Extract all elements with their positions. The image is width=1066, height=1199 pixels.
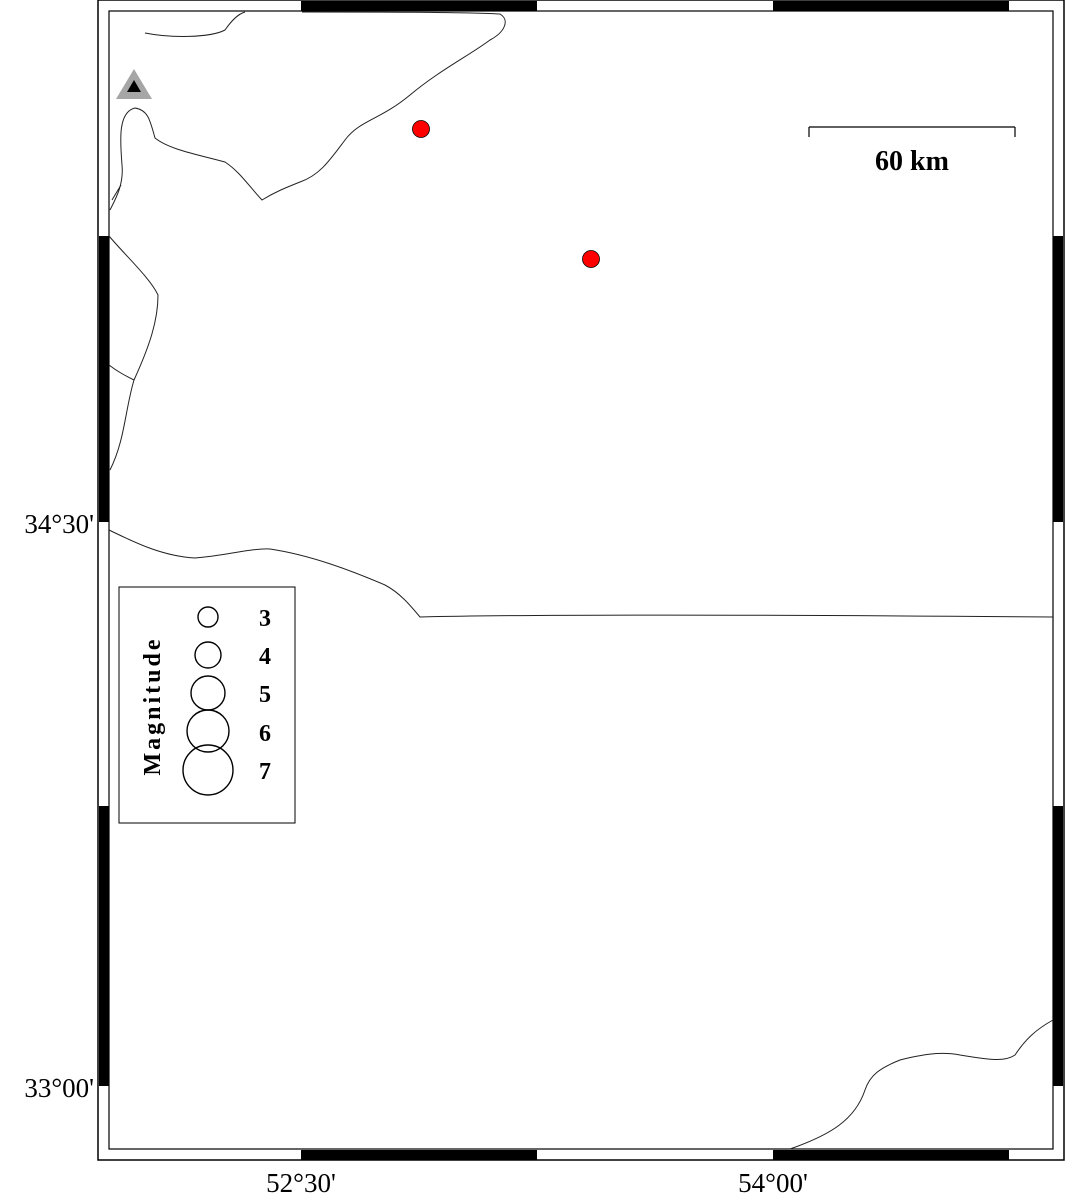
legend-title: Magnitude — [140, 636, 166, 775]
boundary-middle — [108, 529, 1054, 618]
legend-circle-3 — [197, 606, 219, 628]
earthquake-event-icon — [582, 250, 600, 268]
legend-symbols — [182, 606, 234, 796]
boundaries — [108, 11, 1054, 1150]
lat-label-34-30: 34°30' — [24, 509, 94, 539]
earthquake-events — [412, 120, 600, 268]
scale-bar: 60 km — [808, 126, 1016, 177]
legend-label-5: 5 — [259, 682, 271, 708]
axis-labels: 34°30' 33°00' 52°30' 54°00' — [24, 509, 808, 1198]
lon-label-52-30: 52°30' — [266, 1168, 336, 1198]
lat-label-33-00: 33°00' — [24, 1073, 94, 1103]
map-frame — [97, 0, 1065, 1161]
station-triangle-icon — [116, 69, 152, 99]
lon-label-54-00: 54°00' — [738, 1168, 808, 1198]
boundary-southeast — [789, 1019, 1054, 1150]
boundary-north — [109, 11, 506, 211]
boundary-west-branch — [108, 364, 135, 381]
legend-circle-7 — [182, 744, 234, 796]
legend-label-3: 3 — [259, 606, 271, 632]
legend-circle-4 — [194, 641, 222, 669]
boundary-northwest-small — [111, 184, 122, 201]
legend-label-6: 6 — [259, 721, 271, 747]
scale-bar-label: 60 km — [875, 146, 949, 177]
legend-label-4: 4 — [259, 644, 271, 670]
earthquake-event-icon — [412, 120, 430, 138]
boundary-west — [108, 235, 159, 471]
legend-label-7: 7 — [259, 759, 271, 785]
legend-circle-6 — [186, 709, 230, 753]
magnitude-legend: Magnitude 3 4 5 6 7 — [118, 586, 296, 824]
